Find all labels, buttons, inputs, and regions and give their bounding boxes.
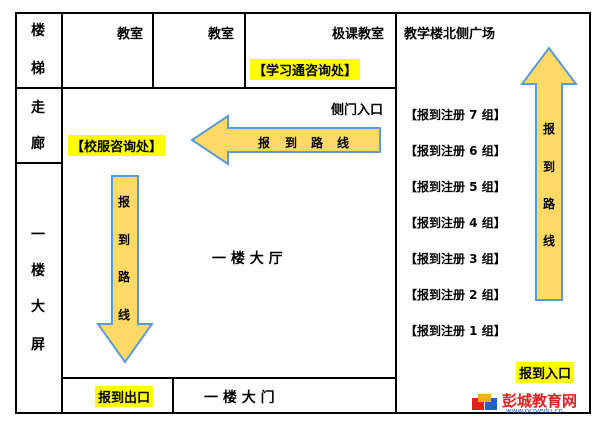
divider-top-row xyxy=(15,87,397,89)
route-arrow-left-down-shape xyxy=(96,175,154,364)
divider-right-column xyxy=(395,12,397,414)
route-h-char: 路 xyxy=(311,136,324,150)
route-left-char: 路 xyxy=(118,270,131,284)
divider-corridor xyxy=(15,162,63,164)
registration-group-3: 【报到注册 3 组】 xyxy=(405,252,506,266)
hall-label: 一 楼 大 厅 xyxy=(212,251,283,267)
route-h-char: 线 xyxy=(337,136,350,150)
xuexitong-desk: 【学习通咨询处】 xyxy=(250,59,361,80)
classroom-1-label: 教室 xyxy=(117,27,144,42)
route-right-char: 路 xyxy=(543,197,556,211)
exit-label: 报到出口 xyxy=(95,386,154,407)
divider-left-column xyxy=(61,12,63,414)
route-arrow-horizontal-shape xyxy=(190,114,381,166)
uniform-desk: 【校服咨询处】 xyxy=(68,135,166,156)
route-right-char: 到 xyxy=(543,160,556,174)
route-arrow-horizontal xyxy=(190,114,381,166)
screen-char: 大 xyxy=(31,299,45,315)
screen-char: 一 xyxy=(31,227,45,243)
route-arrow-right-up-shape xyxy=(520,46,578,301)
route-right-char: 报 xyxy=(543,122,556,136)
divider-classroom-2 xyxy=(244,12,246,89)
route-h-char: 报 xyxy=(258,136,271,150)
route-h-char: 到 xyxy=(285,136,298,150)
border-top xyxy=(15,12,591,14)
corridor-char: 走 xyxy=(31,100,45,116)
main-gate-label: 一 楼 大 门 xyxy=(204,390,275,406)
corridor-char: 廊 xyxy=(31,136,45,152)
route-left-char: 线 xyxy=(118,308,131,322)
route-right-char: 线 xyxy=(543,234,556,248)
registration-group-6: 【报到注册 6 组】 xyxy=(405,144,506,158)
registration-group-7: 【报到注册 7 组】 xyxy=(405,108,506,122)
route-arrow-right-up xyxy=(520,46,578,301)
divider-gate-row xyxy=(61,377,397,379)
divider-classroom-1 xyxy=(152,12,154,89)
north-plaza-label: 教学楼北侧广场 xyxy=(404,27,496,42)
watermark-main: 彭城教育网 xyxy=(502,392,578,410)
screen-char: 楼 xyxy=(31,263,45,279)
watermark-logo: 彭城教育网 www.pcjyedu.cn xyxy=(470,390,588,416)
registration-group-5: 【报到注册 5 组】 xyxy=(405,180,506,194)
stairs-char: 梯 xyxy=(31,61,45,77)
stairs-char: 楼 xyxy=(31,23,45,39)
route-arrow-left-down xyxy=(96,175,154,364)
classroom-3-label: 极课教室 xyxy=(332,27,385,42)
border-left xyxy=(15,12,17,414)
watermark-url: www.pcjyedu.cn xyxy=(506,407,563,415)
screen-char: 屏 xyxy=(31,337,45,353)
route-left-char: 报 xyxy=(118,195,131,209)
border-bottom xyxy=(15,412,591,414)
divider-exit xyxy=(172,377,174,414)
classroom-2-label: 教室 xyxy=(208,27,235,42)
book-icon xyxy=(472,394,497,410)
entrance-label: 报到入口 xyxy=(516,362,575,383)
registration-group-4: 【报到注册 4 组】 xyxy=(405,216,506,230)
route-left-char: 到 xyxy=(118,233,131,247)
side-entrance-label: 侧门入口 xyxy=(331,103,384,118)
border-right xyxy=(589,12,591,414)
registration-group-1: 【报到注册 1 组】 xyxy=(405,324,506,338)
registration-group-2: 【报到注册 2 组】 xyxy=(405,288,506,302)
